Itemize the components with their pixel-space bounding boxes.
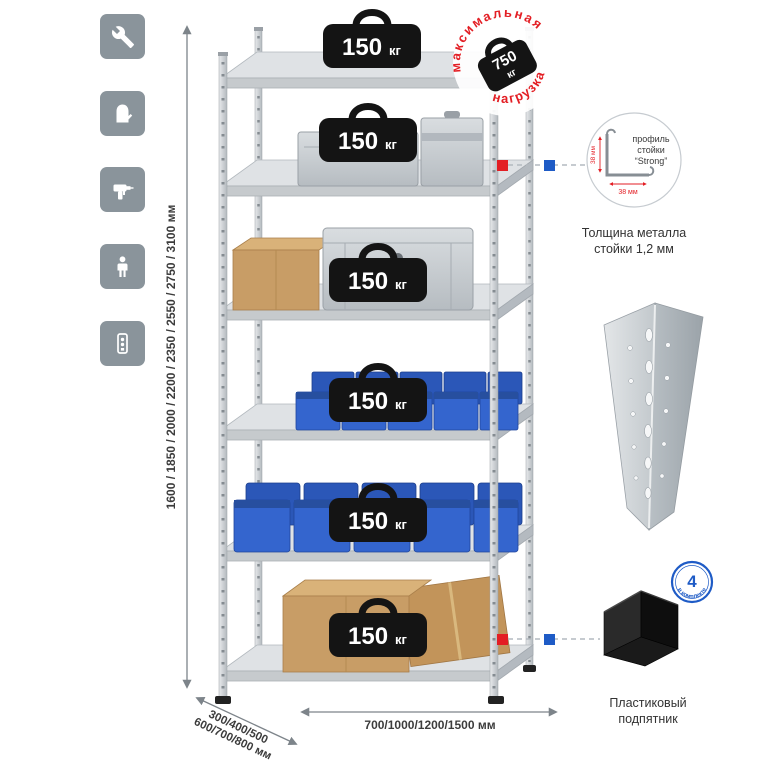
depth-dimension: 300/400/500 600/700/800 мм — [192, 696, 298, 762]
svg-text:кг: кг — [395, 397, 408, 412]
svg-text:кг: кг — [385, 137, 398, 152]
svg-text:кг: кг — [395, 277, 408, 292]
svg-text:150: 150 — [348, 508, 388, 535]
width-dimension: 700/1000/1200/1500 мм — [300, 707, 558, 732]
svg-text:150: 150 — [348, 388, 388, 415]
profile-caption-line2: стойки 1,2 мм — [594, 242, 674, 256]
feature-icons-column — [100, 14, 145, 366]
svg-text:кг: кг — [505, 67, 518, 81]
angle-post-image — [603, 302, 704, 531]
svg-text:кг: кг — [395, 632, 408, 647]
foot-caption-line1: Пластиковый — [609, 696, 686, 710]
svg-text:кг: кг — [395, 517, 408, 532]
drill-icon — [100, 167, 145, 212]
wrench-icon — [100, 14, 145, 59]
profile-dim-vertical: 38 мм — [590, 145, 597, 164]
load-badge-2: 150 кг — [319, 103, 417, 162]
load-badge-1: 150 кг — [323, 9, 421, 68]
shelf-load-badges: 150 кг 150 кг 150 кг 150 кг 150 кг — [319, 9, 427, 657]
marker-red-top — [497, 160, 508, 171]
load-badge-3: 150 кг — [329, 243, 427, 302]
quantity-badge: 4 в комплекте — [670, 560, 714, 604]
height-dimension: 1600 / 1850 / 2000 / 2200 / 2350 / 2550 … — [164, 25, 192, 689]
foot-caption-line2: подпятник — [618, 712, 678, 726]
width-dimension-label: 700/1000/1200/1500 мм — [364, 718, 495, 732]
level-icon — [100, 321, 145, 366]
marker-blue-bottom — [544, 634, 555, 645]
gloves-icon — [100, 91, 145, 136]
plastic-foot-callout: 4 в комплекте Пластиковый подпятник — [603, 560, 714, 726]
profile-caption-line1: Толщина металла — [582, 226, 686, 240]
person-icon — [100, 244, 145, 289]
load-badge-6: 150 кг — [329, 598, 427, 657]
height-dimension-label: 1600 / 1850 / 2000 / 2200 / 2350 / 2550 … — [164, 205, 178, 510]
svg-text:150: 150 — [348, 268, 388, 295]
svg-text:стойки: стойки — [637, 145, 665, 155]
plastic-foot-image — [603, 590, 679, 667]
load-badge-4: 150 кг — [329, 363, 427, 422]
svg-text:“Strong”: “Strong” — [635, 156, 668, 166]
svg-text:150: 150 — [348, 623, 388, 650]
svg-text:150: 150 — [342, 34, 382, 61]
marker-red-bottom — [497, 634, 508, 645]
profile-callout: 38 мм 38 мм профиль стойки “Strong” Толщ… — [582, 112, 686, 256]
svg-text:кг: кг — [389, 43, 402, 58]
callout-connectors — [497, 160, 600, 645]
load-badge-5: 150 кг — [329, 483, 427, 542]
profile-dim-horizontal: 38 мм — [618, 189, 638, 196]
marker-blue-top — [544, 160, 555, 171]
svg-text:150: 150 — [338, 128, 378, 155]
svg-text:4: 4 — [687, 572, 697, 591]
svg-text:профиль: профиль — [632, 134, 670, 144]
